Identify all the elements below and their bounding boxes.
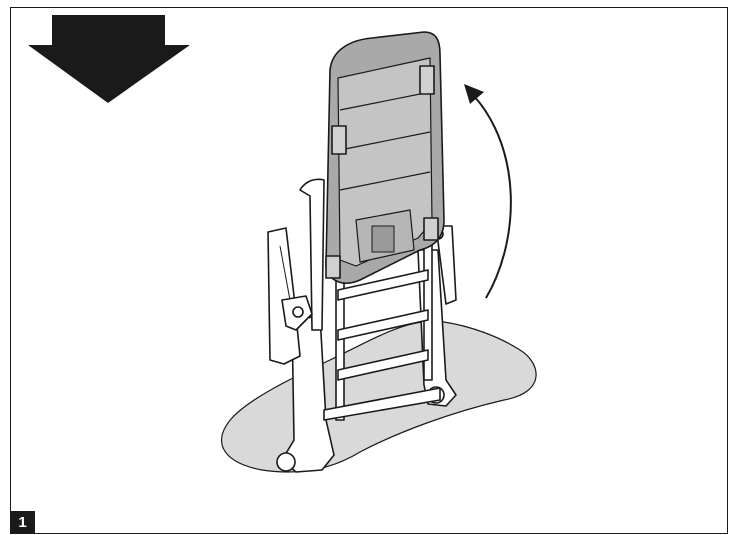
high-chair-illustration xyxy=(267,31,457,473)
floor-shadow xyxy=(221,320,537,473)
down-arrow-icon xyxy=(28,15,190,103)
step-number-badge: 1 xyxy=(10,511,35,534)
curved-up-arrow-icon xyxy=(464,84,512,299)
